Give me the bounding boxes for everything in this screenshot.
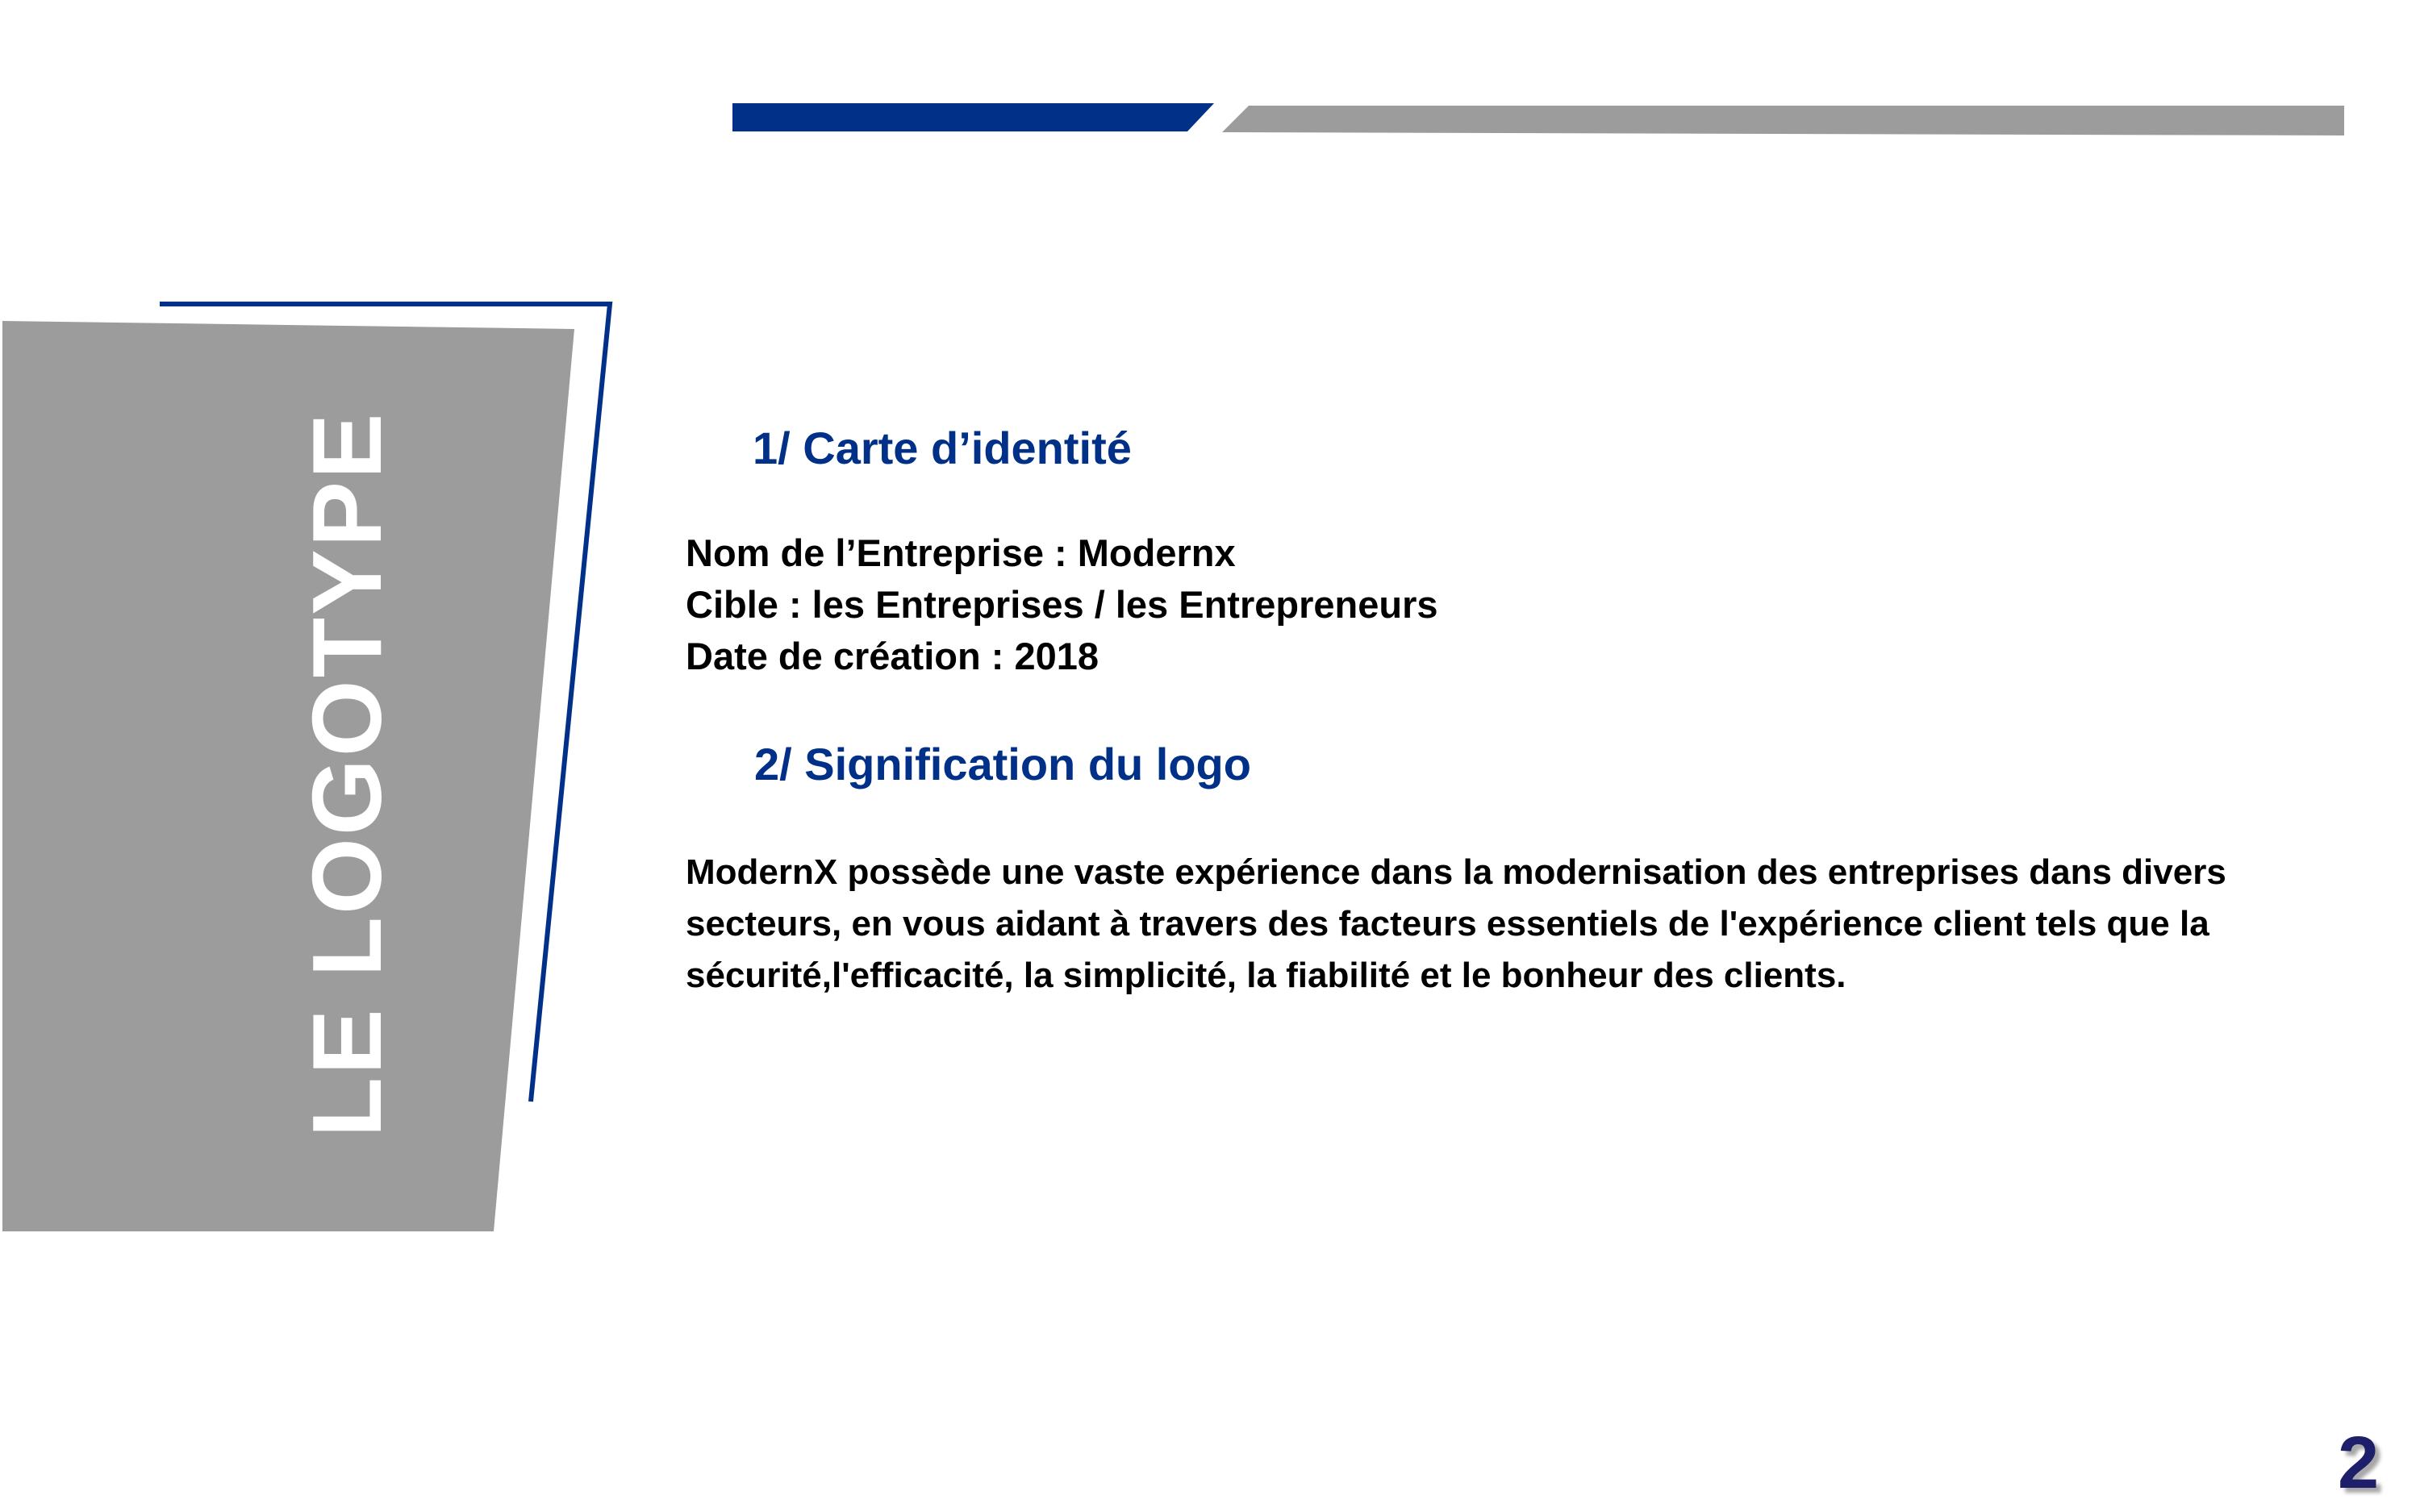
top-blue-bar [732,103,1214,131]
company-name-line: Nom de l’Entreprise : Modernx [686,531,1236,574]
creation-date-line: Date de création : 2018 [686,635,1099,677]
top-gray-bar [1222,106,2344,135]
logo-meaning-paragraph: ModernX possède une vaste expérience dan… [686,852,2226,995]
section-heading-identity: 1/ Carte d’identité [753,423,1132,473]
side-title: LE LOGOTYPE [292,410,402,1138]
side-panel [2,321,574,1231]
target-line: Cible : les Entreprises / les Entreprene… [686,583,1438,626]
section-heading-meaning: 2/ Signification du logo [754,739,1251,789]
side-panel-outline [160,302,613,1102]
page-number: 2 [2338,1422,2380,1504]
identity-info: Nom de l’Entreprise : Modernx Cible : le… [686,527,1438,682]
